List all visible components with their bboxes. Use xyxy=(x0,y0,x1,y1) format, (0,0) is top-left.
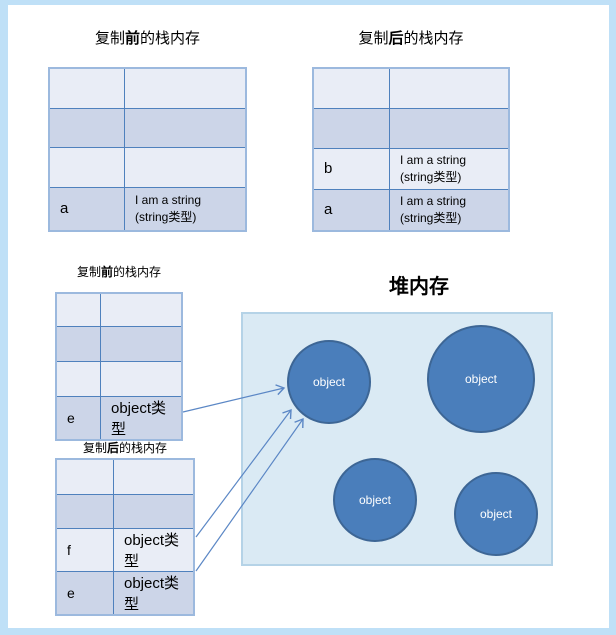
cell-variable-type: object类型 xyxy=(113,527,195,572)
cell-variable-name xyxy=(48,107,125,148)
cell-variable-value xyxy=(124,107,247,148)
cell-variable-name: a xyxy=(312,188,390,232)
cell-variable-value: I am a string (string类型) xyxy=(389,147,510,190)
cell-variable-value xyxy=(124,67,247,109)
cell-variable-type xyxy=(113,458,195,495)
table-row: e object类型 xyxy=(55,570,195,615)
cell-variable-name xyxy=(48,67,125,109)
heap-object-circle-1: object xyxy=(287,340,371,424)
value-line: (string类型) xyxy=(135,209,197,224)
table-row xyxy=(48,67,247,109)
table-object-stack-after: f object类型 e object类型 xyxy=(55,458,195,616)
cell-variable-name xyxy=(55,458,114,495)
table-string-stack-before: a I am a string (string类型) xyxy=(48,67,247,232)
heap-object-label: object xyxy=(479,507,513,521)
cell-variable-value xyxy=(124,146,247,188)
heap-object-circle-2: object xyxy=(427,325,535,433)
table-row: a I am a string (string类型) xyxy=(48,186,247,232)
cell-variable-type xyxy=(100,292,183,327)
cell-variable-name xyxy=(55,360,101,397)
cell-variable-name xyxy=(55,493,114,529)
cell-variable-name: f xyxy=(55,527,114,572)
title-object-stack-before: 复制前的栈内存 xyxy=(55,263,183,280)
cell-variable-value xyxy=(389,67,510,109)
title-emphasis: 后 xyxy=(106,441,119,455)
cell-variable-type xyxy=(100,325,183,362)
cell-variable-name xyxy=(55,325,101,362)
cell-variable-type xyxy=(113,493,195,529)
title-text: 的栈内存 xyxy=(119,441,168,455)
cell-variable-name: b xyxy=(312,147,390,190)
table-row xyxy=(55,292,183,327)
title-text: 的栈内存 xyxy=(403,30,464,47)
cell-variable-value: I am a string (string类型) xyxy=(124,186,247,232)
title-object-stack-after: 复制后的栈内存 xyxy=(55,439,195,456)
value-line: (string类型) xyxy=(400,169,462,184)
cell-variable-name xyxy=(312,67,390,109)
table-row xyxy=(55,360,183,397)
cell-variable-name xyxy=(48,146,125,188)
heap-object-circle-3: object xyxy=(333,458,417,542)
heap-object-label: object xyxy=(358,493,392,507)
table-row: f object类型 xyxy=(55,527,195,572)
value-line: I am a string xyxy=(400,152,467,167)
table-row xyxy=(55,458,195,495)
table-string-stack-after: b I am a string (string类型) a I am a stri… xyxy=(312,67,510,232)
title-text: 复制 xyxy=(94,30,125,47)
title-text: 的栈内存 xyxy=(140,30,201,47)
table-row: a I am a string (string类型) xyxy=(312,188,510,232)
cell-variable-name xyxy=(312,107,390,149)
title-string-stack-after: 复制后的栈内存 xyxy=(312,27,510,48)
cell-variable-value: I am a string (string类型) xyxy=(389,188,510,232)
cell-variable-name: a xyxy=(48,186,125,232)
title-text: 复制 xyxy=(76,265,101,279)
table-row xyxy=(48,107,247,148)
table-row xyxy=(312,67,510,109)
cell-variable-type: object类型 xyxy=(100,395,183,440)
cell-variable-value xyxy=(389,107,510,149)
table-row: e object类型 xyxy=(55,395,183,440)
table-row xyxy=(48,146,247,188)
heap-object-label: object xyxy=(464,372,498,386)
cell-variable-name xyxy=(55,292,101,327)
table-row xyxy=(312,107,510,149)
value-line: I am a string xyxy=(135,192,202,207)
heap-title: 堆内存 xyxy=(389,274,449,298)
title-text: 复制 xyxy=(82,441,107,455)
table-object-stack-before: e object类型 xyxy=(55,292,183,441)
title-emphasis: 前 xyxy=(124,30,140,47)
cell-variable-name: e xyxy=(55,395,101,440)
cell-variable-type: object类型 xyxy=(113,570,195,615)
title-emphasis: 后 xyxy=(388,30,404,47)
title-emphasis: 前 xyxy=(100,265,113,279)
value-line: I am a string xyxy=(400,193,467,208)
title-string-stack-before: 复制前的栈内存 xyxy=(48,27,247,48)
title-text: 的栈内存 xyxy=(113,265,162,279)
cell-variable-type xyxy=(100,360,183,397)
value-line: (string类型) xyxy=(400,210,462,225)
table-row: b I am a string (string类型) xyxy=(312,147,510,190)
heap-object-circle-4: object xyxy=(454,472,538,556)
heap-object-label: object xyxy=(312,375,346,389)
cell-variable-name: e xyxy=(55,570,114,615)
table-row xyxy=(55,325,183,362)
title-text: 复制 xyxy=(358,30,389,47)
table-row xyxy=(55,493,195,529)
